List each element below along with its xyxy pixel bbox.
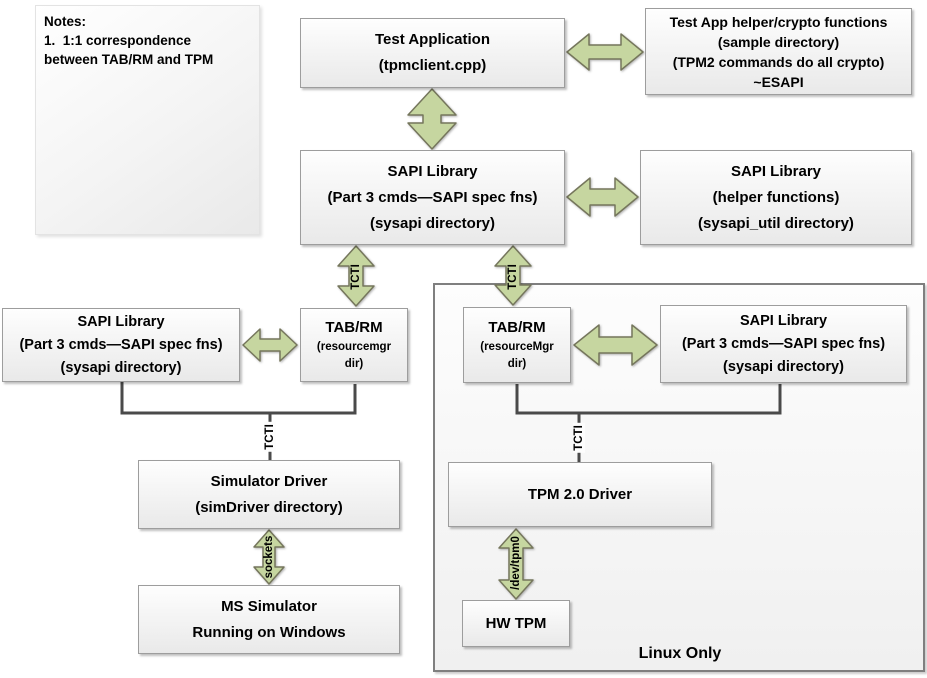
box-sapi-library-helper: SAPI Library (helper functions) (sysapi_… bbox=[640, 150, 912, 245]
arrow-devtpm0 bbox=[498, 528, 534, 600]
arrow-tcti-right bbox=[494, 245, 532, 306]
box-ms-simulator-line: MS Simulator bbox=[221, 597, 317, 615]
box-sapi-library-right: SAPI Library (Part 3 cmds—SAPI spec fns)… bbox=[660, 305, 907, 383]
box-tab-rm-right-line: (resourceMgr bbox=[480, 341, 554, 353]
arrow-tcti-left bbox=[337, 245, 375, 307]
box-test-app-helper-line: (TPM2 commands do all crypto) bbox=[672, 53, 885, 70]
box-test-application: Test Application (tpmclient.cpp) bbox=[300, 18, 565, 88]
box-tab-rm-left-line: (resourcemgr bbox=[316, 341, 392, 353]
notes-title: Notes: bbox=[44, 14, 87, 29]
arrow-sapi-helper bbox=[566, 177, 639, 217]
tcti-label-right-arrow: TCTI bbox=[507, 264, 519, 290]
tcti-label-simulator-stem: TCTI bbox=[264, 422, 276, 452]
box-sapi-library-main-line: (sysapi directory) bbox=[369, 214, 496, 232]
box-test-app-helper-line: ~ESAPI bbox=[753, 73, 804, 90]
box-test-app-helper-line: (sample directory) bbox=[717, 33, 840, 50]
box-hw-tpm: HW TPM bbox=[462, 600, 570, 647]
box-sapi-library-helper-line: (sysapi_util directory) bbox=[698, 214, 854, 232]
box-sapi-library-main-line: (Part 3 cmds—SAPI spec fns) bbox=[327, 188, 538, 206]
box-sapi-library-main: SAPI Library (Part 3 cmds—SAPI spec fns)… bbox=[300, 150, 565, 245]
box-simulator-driver-line: (simDriver directory) bbox=[195, 498, 343, 516]
linux-only-label: Linux Only bbox=[638, 645, 722, 662]
box-sapi-library-left: SAPI Library (Part 3 cmds—SAPI spec fns)… bbox=[2, 308, 240, 382]
notes-line-1: 1. 1:1 correspondence bbox=[44, 33, 192, 48]
connector-right-bracket bbox=[515, 384, 782, 415]
box-test-application-line: Test Application bbox=[374, 31, 490, 48]
arrow-testapp-helper bbox=[566, 33, 644, 71]
box-simulator-driver: Simulator Driver (simDriver directory) bbox=[138, 460, 400, 529]
box-sapi-library-right-line: SAPI Library bbox=[739, 312, 828, 329]
box-simulator-driver-line: Simulator Driver bbox=[210, 472, 328, 490]
arrow-tabrm-sapiright bbox=[573, 324, 658, 366]
box-test-application-line: (tpmclient.cpp) bbox=[378, 57, 487, 74]
box-test-app-helper: Test App helper/crypto functions (sample… bbox=[645, 8, 912, 95]
tcti-label-tpm-stem: TCTI bbox=[573, 423, 585, 453]
arrow-sapileft-tabrm bbox=[242, 328, 298, 362]
double-arrows-group bbox=[242, 33, 658, 600]
tcti-label-left-arrow: TCTI bbox=[350, 264, 362, 290]
box-hw-tpm-line: HW TPM bbox=[485, 614, 547, 632]
connector-left-bracket bbox=[120, 382, 357, 415]
box-sapi-library-right-line: (sysapi directory) bbox=[723, 358, 844, 375]
box-tab-rm-right-line: TAB/RM bbox=[488, 319, 546, 336]
box-ms-simulator: MS Simulator Running on Windows bbox=[138, 585, 400, 654]
box-sapi-library-right-line: (Part 3 cmds—SAPI spec fns) bbox=[681, 335, 886, 352]
box-tab-rm-left-line: dir) bbox=[344, 358, 364, 370]
box-sapi-library-left-line: SAPI Library bbox=[77, 313, 165, 330]
box-sapi-library-left-line: (sysapi directory) bbox=[60, 359, 182, 376]
arrow-sockets bbox=[253, 529, 285, 585]
arrow-testapp-sapi bbox=[407, 88, 457, 150]
box-sapi-library-helper-line: SAPI Library bbox=[730, 162, 822, 180]
box-tab-rm-left: TAB/RM (resourcemgr dir) bbox=[300, 308, 408, 382]
box-tab-rm-left-line: TAB/RM bbox=[325, 319, 383, 336]
sockets-label: sockets bbox=[263, 535, 275, 579]
box-sapi-library-left-line: (Part 3 cmds—SAPI spec fns) bbox=[19, 336, 223, 353]
box-tab-rm-right-line: dir) bbox=[507, 358, 527, 370]
notes-line-2: between TAB/RM and TPM bbox=[44, 52, 214, 67]
box-ms-simulator-line: Running on Windows bbox=[192, 623, 346, 641]
box-sapi-library-main-line: SAPI Library bbox=[387, 162, 478, 180]
box-sapi-library-helper-line: (helper functions) bbox=[712, 188, 840, 206]
notes-box: Notes: 1. 1:1 correspondence between TAB… bbox=[35, 5, 260, 235]
box-tpm20-driver: TPM 2.0 Driver bbox=[448, 462, 712, 527]
box-tab-rm-right: TAB/RM (resourceMgr dir) bbox=[463, 307, 571, 383]
box-test-app-helper-line: Test App helper/crypto functions bbox=[669, 13, 888, 30]
dev-tpm0-label: /dev/tpm0 bbox=[510, 536, 522, 590]
box-tpm20-driver-line: TPM 2.0 Driver bbox=[527, 485, 633, 503]
